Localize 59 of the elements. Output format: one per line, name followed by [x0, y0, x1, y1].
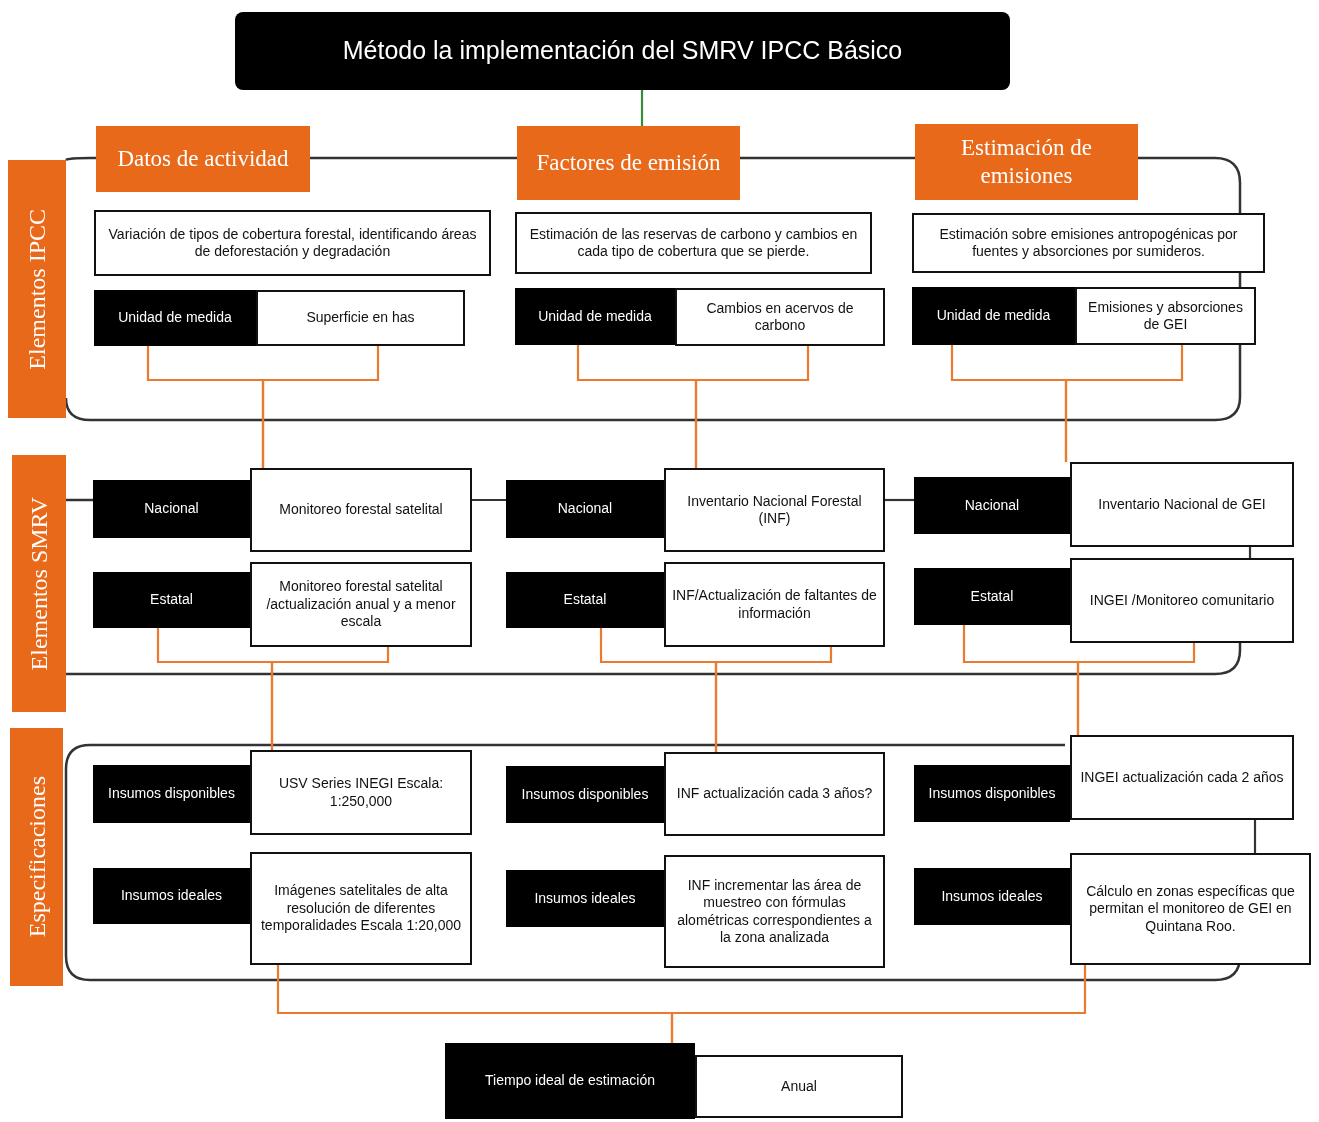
- connector-line: [1064, 345, 1184, 462]
- row-label: Insumos disponibles: [914, 765, 1070, 822]
- connector-line: [270, 647, 390, 750]
- category-header: Datos de actividad: [96, 126, 310, 192]
- connector-line: [714, 647, 833, 752]
- value-box: USV Series INEGI Escala: 1:250,000: [250, 750, 472, 835]
- connector-line: [1253, 820, 1257, 853]
- row-label: Insumos ideales: [93, 868, 250, 924]
- row-label: Nacional: [506, 480, 664, 538]
- description-box: Estimación de las reservas de carbono y cambios en cada tipo de cobertura que se pierde.: [515, 212, 872, 274]
- section-band: [8, 160, 66, 418]
- row-label: Insumos disponibles: [93, 765, 250, 823]
- row-label: Unidad de medida: [912, 287, 1075, 345]
- value-box: Cambios en acervos de carbono: [675, 288, 885, 346]
- row-label: Estatal: [93, 572, 250, 628]
- value-box: Emisiones y absorciones de GEI: [1075, 287, 1256, 345]
- value-box: Superficie en has: [256, 290, 465, 346]
- connector-line: [1248, 547, 1252, 558]
- section-title: Elementos SMRV: [25, 496, 53, 671]
- value-box: INF/Actualización de faltantes de información: [664, 562, 885, 647]
- row-label: Tiempo ideal de estimación: [445, 1043, 695, 1119]
- row-label: Insumos ideales: [914, 868, 1070, 925]
- connector-line: [261, 346, 380, 468]
- section-band: [12, 455, 66, 712]
- connector-line: [1076, 643, 1196, 735]
- section-band: [10, 728, 63, 986]
- value-box: INF actualización cada 3 años?: [664, 752, 885, 836]
- value-box: Anual: [695, 1055, 903, 1118]
- value-box: Monitoreo forestal satelital: [250, 468, 472, 552]
- row-label: Estatal: [914, 568, 1070, 625]
- row-label: Nacional: [93, 480, 250, 538]
- section-title: Elementos IPCC: [23, 208, 51, 370]
- row-label: Insumos ideales: [506, 870, 664, 927]
- connector-line: [472, 498, 506, 502]
- connector-line: [885, 498, 914, 502]
- value-box: Imágenes satelitales de alta resolución de diferentes temporalidades Escala 1:20,000: [250, 852, 472, 965]
- section-title: Especificaciones: [22, 776, 51, 938]
- value-box: INGEI actualización cada 2 años: [1070, 735, 1294, 820]
- value-box: Cálculo en zonas específicas que permitan el monitoreo de GEI en Quintana Roo.: [1070, 853, 1311, 965]
- title-banner: Método la implementación del SMRV IPCC Básico: [235, 12, 1010, 90]
- value-box: INF incrementar las área de muestreo con fórmulas alométricas correspondientes a la zona analizada: [664, 855, 885, 968]
- row-label: Unidad de medida: [515, 288, 675, 345]
- row-label: Insumos disponibles: [506, 766, 664, 823]
- connector-line: [310, 156, 517, 160]
- category-header: Estimación de emisiones: [915, 124, 1138, 200]
- connector-line: [670, 965, 1087, 1043]
- value-box: Monitoreo forestal satelital /actualización anual y a menor escala: [250, 562, 472, 647]
- connector-line: [640, 90, 644, 126]
- value-box: INGEI /Monitoreo comunitario: [1070, 558, 1294, 643]
- category-header: Factores de emisión: [517, 126, 740, 200]
- row-label: Nacional: [914, 477, 1070, 534]
- connector-line: [740, 156, 915, 160]
- row-label: Estatal: [506, 572, 664, 628]
- value-box: Inventario Nacional de GEI: [1070, 462, 1294, 547]
- connector-line: [694, 346, 810, 468]
- description-box: Estimación sobre emisiones antropogénicas por fuentes y absorciones por sumideros.: [912, 213, 1265, 273]
- value-box: Inventario Nacional Forestal (INF): [664, 468, 885, 552]
- row-label: Unidad de medida: [94, 290, 256, 346]
- description-box: Variación de tipos de cobertura forestal, identificando áreas de deforestación y degradación: [94, 210, 491, 276]
